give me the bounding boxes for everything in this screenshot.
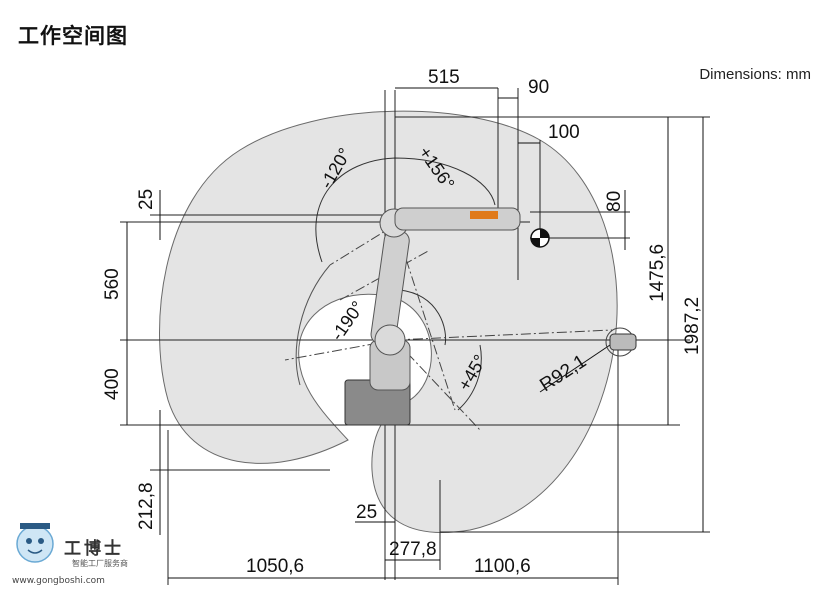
mascot-icon [16, 523, 54, 563]
dim-25-bottom: 25 [356, 502, 377, 523]
dim-1475-6: 1475,6 [647, 244, 668, 302]
dim-90: 90 [528, 77, 549, 98]
watermark-brand: 工博士 [64, 539, 124, 559]
units-label: Dimensions: mm [699, 66, 811, 83]
watermark-logo: 工博士 智能工厂服务商 www.gongboshi.com [10, 520, 140, 588]
dim-100: 100 [548, 122, 580, 143]
page-title: 工作空间图 [18, 24, 128, 48]
dim-560: 560 [102, 268, 123, 300]
dim-80: 80 [604, 191, 625, 212]
dimension-arrows [126, 87, 704, 579]
watermark-url: www.gongboshi.com [12, 576, 105, 586]
inner-arc [295, 264, 331, 386]
dim-1100-6: 1100,6 [474, 556, 531, 577]
dim-212-8: 212,8 [136, 482, 157, 530]
angle-arc-45 [457, 344, 482, 411]
dim-1987-2: 1987,2 [682, 297, 703, 355]
dim-400: 400 [102, 368, 123, 400]
watermark-subtitle: 智能工厂服务商 [72, 559, 128, 568]
dim-515: 515 [428, 67, 460, 88]
angle-minus-190: -190° [327, 297, 368, 344]
dim-277-8: 277,8 [389, 539, 437, 560]
robot-arm [344, 207, 637, 426]
dim-25-left: 25 [136, 189, 157, 210]
dim-1050-6: 1050,6 [246, 556, 304, 577]
